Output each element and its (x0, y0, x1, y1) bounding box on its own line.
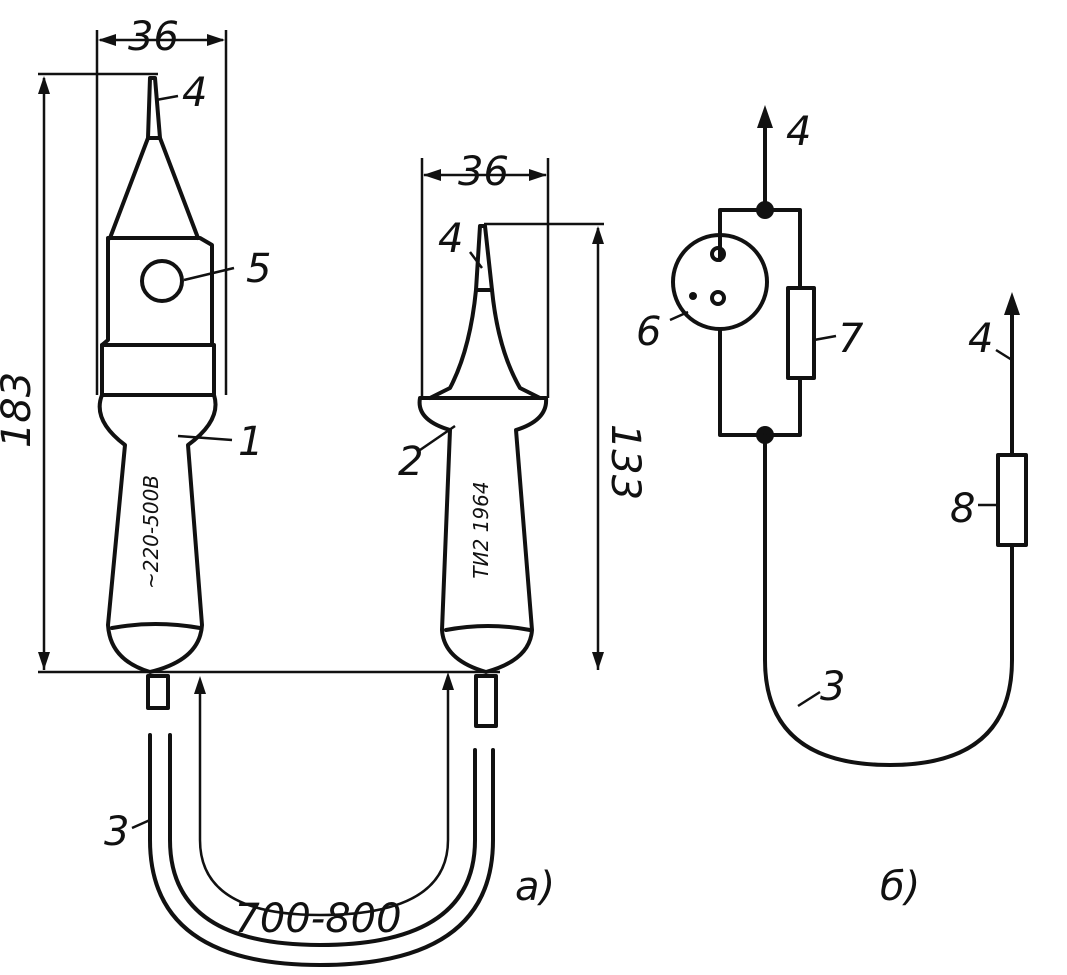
figure-a: 36 183 36 133 700-800 1 2 3 4 4 5 ~220-5… (0, 14, 648, 967)
figure-b: 4 4 6 7 8 3 б) (636, 105, 1028, 910)
cord-length-label: 700-800 (234, 896, 401, 942)
lamp-window-icon (140, 259, 184, 303)
neon-lamp-icon (671, 233, 769, 331)
callout-3-a: 3 (104, 809, 129, 855)
length-2-label: 133 (602, 424, 648, 500)
probe-2-marking: ТИ2 1964 (469, 481, 493, 578)
width-2-label: 36 (458, 149, 509, 195)
callout-4-right: 4 (968, 316, 993, 362)
caption-a: а) (515, 864, 555, 910)
width-1-label: 36 (128, 14, 179, 60)
cord-a (146, 672, 498, 967)
callout-2: 2 (398, 439, 423, 485)
resistor-8-icon (996, 453, 1028, 547)
callout-3-b: 3 (820, 664, 845, 710)
probe-1 (97, 76, 218, 674)
callout-4-probe-1: 4 (182, 70, 207, 116)
dimension-lines-a (38, 30, 604, 830)
probe-2 (417, 224, 549, 674)
callout-1: 1 (238, 419, 263, 465)
probe-1-marking: ~220-500В (139, 475, 163, 589)
resistor-7-icon (786, 286, 816, 380)
callout-6: 6 (636, 309, 661, 355)
caption-b: б) (880, 864, 920, 910)
callout-7: 7 (838, 316, 864, 362)
callout-4-probe-2: 4 (438, 216, 463, 262)
length-1-label: 183 (0, 372, 40, 448)
callout-5: 5 (246, 246, 271, 292)
arrow-up-icon (757, 105, 773, 128)
arrow-up-icon (1004, 292, 1020, 315)
callout-8: 8 (950, 486, 975, 532)
callout-4-top: 4 (786, 109, 811, 155)
